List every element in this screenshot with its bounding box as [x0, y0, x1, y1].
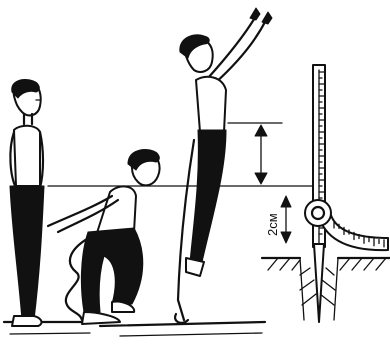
floor-line-lower: [10, 333, 262, 336]
jump-height-arrow: [255, 125, 267, 184]
ruler-spike: [314, 244, 324, 322]
ruler-clamp: [305, 200, 331, 226]
standing-figure: [10, 80, 44, 327]
jumping-figure: [175, 8, 272, 323]
two-cm-label: 2см: [265, 213, 280, 236]
two-cm-arrow: [281, 196, 291, 243]
floor-line: [4, 322, 265, 326]
ground-block: [262, 258, 390, 320]
crouching-figure: [48, 150, 160, 324]
